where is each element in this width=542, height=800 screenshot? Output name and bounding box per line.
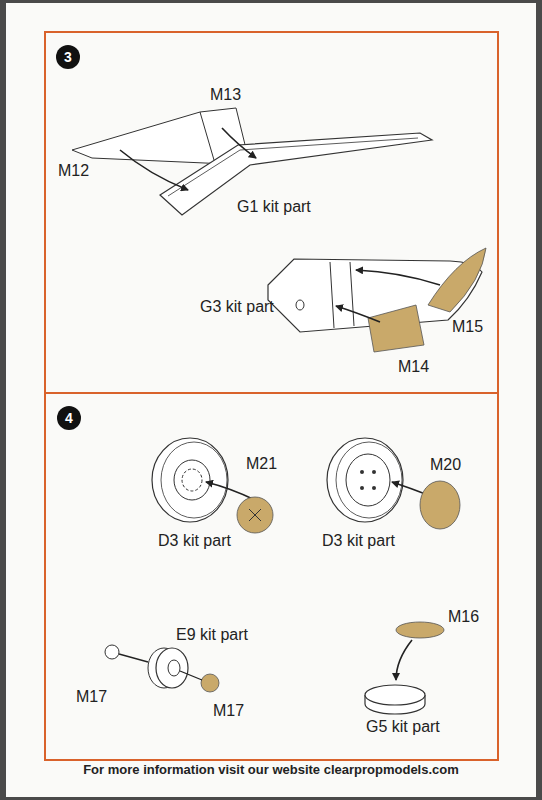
instruction-card: [6, 3, 536, 797]
part-label: E9 kit part: [176, 626, 248, 644]
part-label: M14: [398, 358, 429, 376]
step-badge: 3: [56, 45, 80, 69]
step-number: 3: [64, 49, 72, 65]
step-badge: 4: [57, 406, 81, 430]
part-label: G5 kit part: [366, 718, 440, 736]
part-label: M17: [213, 702, 244, 720]
part-label: M13: [210, 86, 241, 104]
part-label: D3 kit part: [322, 532, 395, 550]
part-label: M20: [430, 456, 461, 474]
part-label: M16: [448, 608, 479, 626]
part-label: M17: [76, 688, 107, 706]
part-label: G1 kit part: [237, 198, 311, 216]
part-label: M12: [58, 162, 89, 180]
part-label: M21: [246, 455, 277, 473]
step-number: 4: [65, 410, 73, 426]
part-label: M15: [452, 318, 483, 336]
part-label: D3 kit part: [158, 532, 231, 550]
footer-caption: For more information visit our website c…: [0, 762, 542, 777]
part-label: G3 kit part: [200, 298, 274, 316]
